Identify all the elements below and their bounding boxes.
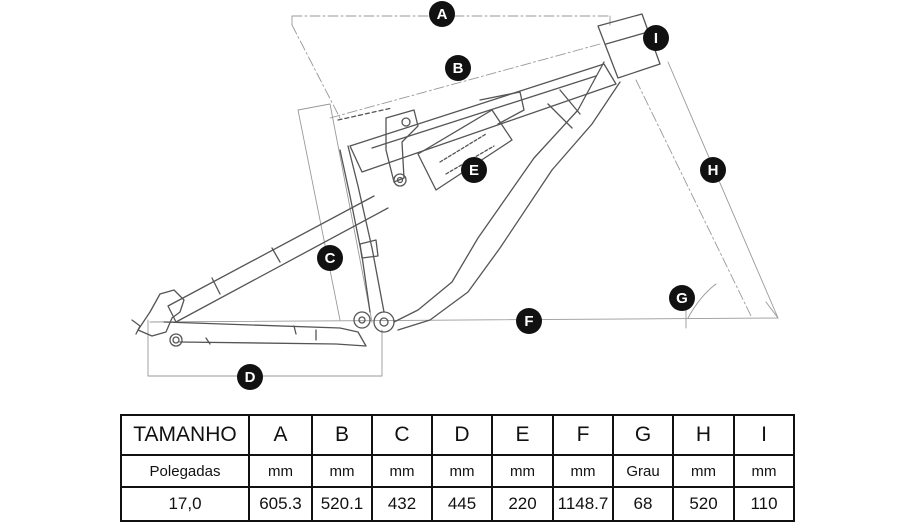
dim-line-f [149, 301, 779, 323]
unit-cell: mm [733, 454, 795, 488]
badge-e-text: E [469, 162, 479, 179]
rear-dropout [137, 289, 185, 337]
badge-e: E [461, 157, 487, 183]
value-cell: 1148.7 [552, 486, 614, 522]
dim-line-a-drop [291, 24, 341, 119]
rocker-pivot [393, 173, 407, 187]
badge-c: C [317, 245, 343, 271]
unit-cell: mm [371, 454, 433, 488]
header-cell: A [248, 414, 313, 456]
bottom-bracket [373, 311, 395, 333]
chain-stay [163, 321, 367, 347]
badge-i: I [643, 25, 669, 51]
header-cell: I [733, 414, 795, 456]
shock-body [417, 109, 513, 191]
unit-cell: Polegadas [120, 454, 250, 488]
value-cell: 520.1 [311, 486, 373, 522]
badge-g-text: G [676, 290, 688, 307]
rocker-link [385, 109, 419, 183]
value-cell: 17,0 [120, 486, 250, 522]
bike-frame-diagram: A B C D E F G H I [131, 1, 779, 390]
rear-axle [169, 333, 183, 347]
top-tube-inner [371, 75, 597, 149]
header-cell: H [672, 414, 735, 456]
value-cell: 520 [672, 486, 735, 522]
unit-cell: Grau [612, 454, 674, 488]
hatch-detail [337, 107, 393, 121]
value-cell: 605.3 [248, 486, 313, 522]
head-tube-collar [605, 31, 649, 45]
badge-a: A [429, 1, 455, 27]
header-cell: F [552, 414, 614, 456]
header-cell: C [371, 414, 433, 456]
badge-h-text: H [708, 162, 719, 179]
badge-d-text: D [245, 369, 256, 386]
dim-line-h [667, 61, 779, 319]
dimension-lines [147, 15, 779, 377]
badge-b: B [445, 55, 471, 81]
badge-g: G [669, 285, 695, 311]
table-header-row: TAMANHO A B C D E F G H I [120, 414, 795, 456]
dim-line-d [147, 319, 383, 377]
shock-mount [479, 91, 525, 125]
geometry-table: TAMANHO A B C D E F G H I Polegadas mm m… [120, 414, 795, 522]
dim-line-c [297, 103, 373, 323]
dim-line-c-2 [297, 109, 341, 321]
derailleur-hanger [131, 319, 141, 335]
letter-badges: A B C D E F G H I [237, 1, 726, 390]
value-cell: 432 [371, 486, 433, 522]
top-tube [349, 63, 617, 173]
header-cell: G [612, 414, 674, 456]
unit-cell: mm [552, 454, 614, 488]
badge-f-text: F [524, 313, 533, 330]
down-tube-bend [547, 89, 581, 129]
value-cell: 110 [733, 486, 795, 522]
head-tube [597, 13, 661, 79]
header-cell: B [311, 414, 373, 456]
dim-line-head-axis [635, 79, 753, 319]
unit-cell: mm [672, 454, 735, 488]
cable-guide [359, 239, 379, 259]
down-tube-lower [397, 81, 621, 331]
badge-d: D [237, 364, 263, 390]
seat-stay-brace [211, 247, 281, 295]
badge-i-text: I [654, 30, 658, 47]
dim-line-b [329, 43, 601, 119]
header-cell: D [431, 414, 493, 456]
chain-stay-detail [205, 325, 317, 345]
value-cell: 68 [612, 486, 674, 522]
seat-tube-rear [339, 149, 371, 313]
main-pivot [353, 311, 371, 329]
value-cell: 220 [491, 486, 554, 522]
table-units-row: Polegadas mm mm mm mm mm mm Grau mm mm [120, 454, 795, 488]
table-row: 17,0 605.3 520.1 432 445 220 1148.7 68 5… [120, 486, 795, 522]
unit-cell: mm [491, 454, 554, 488]
seat-tube [347, 145, 385, 313]
unit-cell: mm [311, 454, 373, 488]
badge-h: H [700, 157, 726, 183]
badge-b-text: B [453, 60, 464, 77]
down-tube [393, 61, 605, 323]
seat-stay [167, 195, 389, 323]
dim-line-g-arc [687, 283, 717, 319]
badge-f: F [516, 308, 542, 334]
header-cell: TAMANHO [120, 414, 250, 456]
header-cell: E [491, 414, 554, 456]
value-cell: 445 [431, 486, 493, 522]
unit-cell: mm [431, 454, 493, 488]
badge-a-text: A [437, 6, 448, 23]
badge-c-text: C [325, 250, 336, 267]
unit-cell: mm [248, 454, 313, 488]
